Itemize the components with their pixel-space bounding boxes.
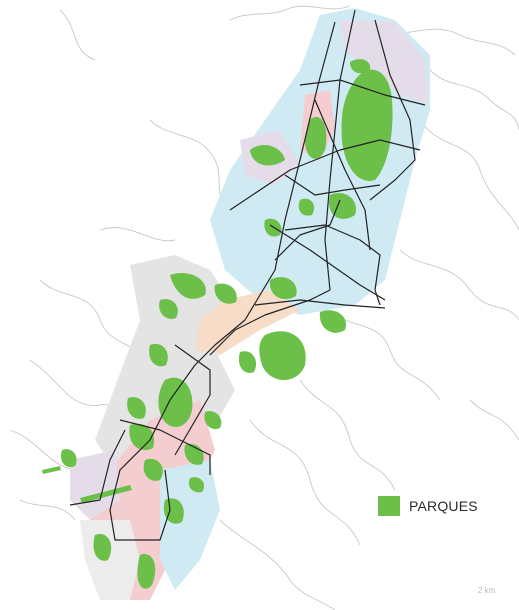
park [159, 299, 178, 319]
parques-swatch [378, 496, 400, 516]
zone-lilac [340, 20, 428, 105]
park-strip [80, 485, 132, 503]
park [93, 534, 112, 561]
route-line [174, 344, 211, 456]
park [170, 272, 206, 299]
park-large-central [158, 377, 193, 428]
scale-bar-label: 2 km [478, 586, 496, 595]
route-line [119, 419, 211, 475]
park [188, 477, 205, 493]
park [60, 449, 77, 468]
park [269, 277, 297, 300]
park [264, 218, 282, 237]
park-strip [42, 466, 61, 474]
park-large-east [259, 331, 306, 380]
zone-blue-2 [160, 460, 220, 590]
map-legend: PARQUES [378, 492, 478, 520]
zone-grey-3 [80, 520, 140, 600]
park [204, 411, 222, 430]
park [143, 458, 163, 481]
route-line [369, 19, 416, 201]
route-line [269, 224, 386, 301]
park [250, 145, 285, 166]
park [305, 116, 327, 159]
park [149, 343, 168, 367]
park [214, 283, 237, 304]
land-use-zones [70, 8, 430, 600]
route-line [274, 199, 341, 261]
route-line [69, 429, 126, 506]
route-line [109, 21, 336, 541]
zone-peach [195, 290, 300, 355]
terrain-contours [9, 5, 519, 610]
route-line [209, 9, 356, 356]
park [129, 423, 155, 451]
route-network [69, 9, 426, 541]
park-large-north [341, 69, 393, 181]
park [319, 310, 346, 333]
route-line [299, 79, 426, 106]
park [238, 351, 257, 373]
park [350, 59, 371, 74]
park [127, 397, 146, 419]
route-line [229, 139, 421, 211]
route-line [254, 299, 386, 309]
park [329, 192, 356, 219]
route-line [314, 99, 371, 251]
park [298, 198, 315, 216]
park [137, 554, 156, 589]
legend-label-parques: PARQUES [409, 498, 478, 514]
parks [42, 59, 393, 589]
route-line [284, 174, 381, 196]
